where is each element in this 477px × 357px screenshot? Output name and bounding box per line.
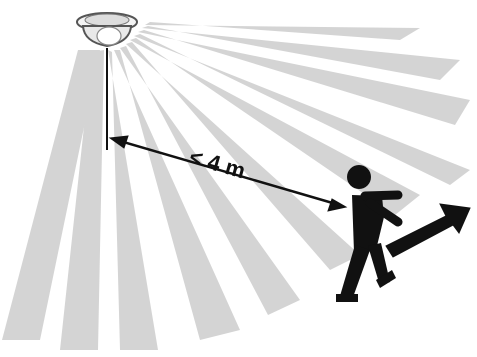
ceiling-motion-sensor-icon xyxy=(77,13,137,46)
detection-beam xyxy=(145,22,420,40)
detection-beams xyxy=(2,22,470,350)
